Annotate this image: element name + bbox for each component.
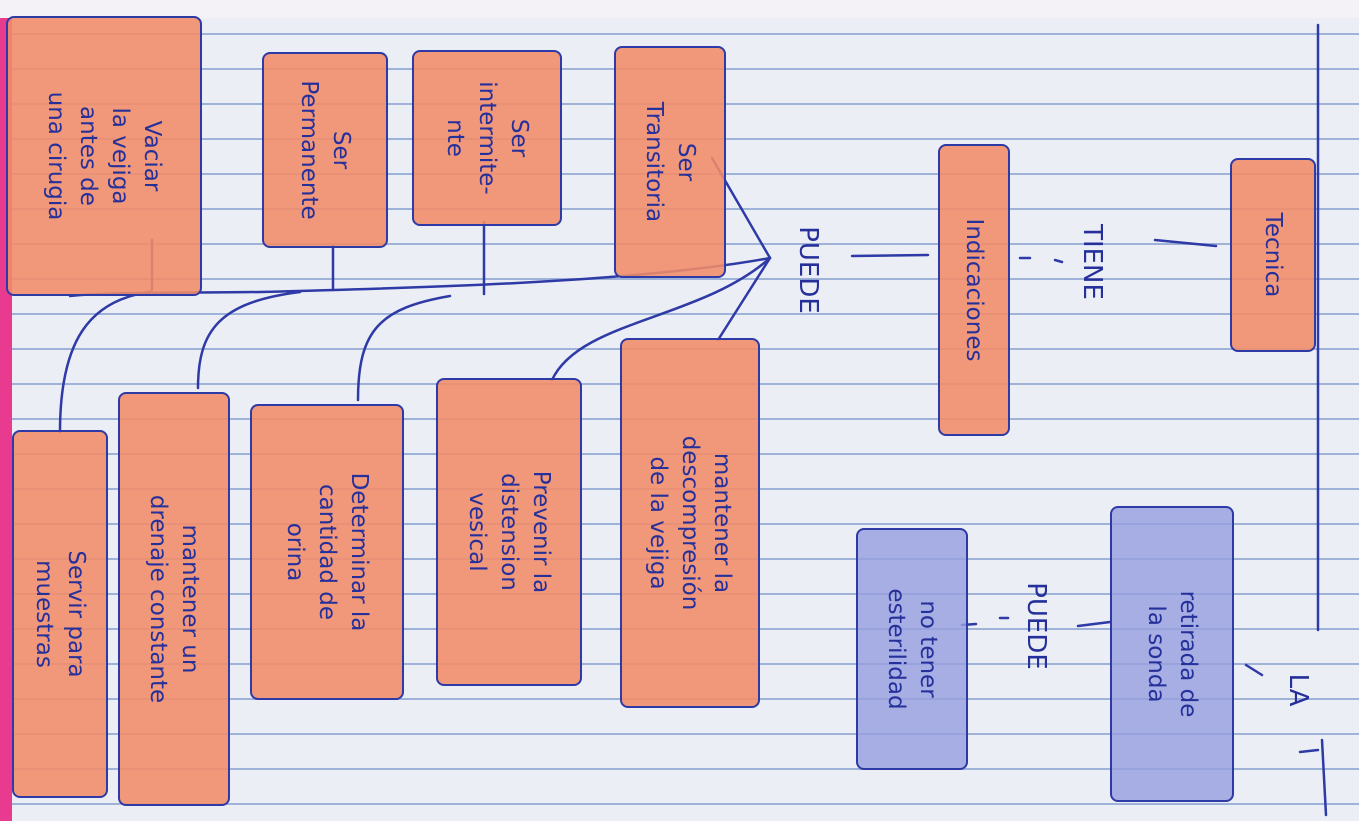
node-tecnica: Tecnica — [1230, 158, 1316, 352]
node-drenaje-label: mantener un drenaje constante — [145, 494, 203, 704]
node-permanente-label: Ser Permanente — [296, 80, 354, 220]
node-transitoria-label: Ser Transitoria — [641, 101, 699, 223]
tick-tiene-right — [1053, 258, 1064, 264]
node-indicaciones: Indicaciones — [938, 144, 1010, 436]
title-la: LA — [1283, 673, 1313, 707]
node-cantidad-orina-label: Determinar la cantidad de orina — [282, 472, 372, 632]
connector-puede-retirada: PUEDE — [1021, 582, 1051, 670]
tick-indicaciones — [850, 253, 930, 258]
node-drenaje: mantener un drenaje constante — [118, 392, 230, 806]
node-descompresion: mantener la descompresión de la vejiga — [620, 338, 760, 708]
tick-la-top — [1244, 663, 1264, 677]
node-tecnica-label: Tecnica — [1260, 212, 1286, 298]
branch-drenaje — [196, 290, 302, 390]
node-permanente: Ser Permanente — [262, 52, 388, 248]
connector-tiene: TIENE — [1077, 224, 1107, 300]
node-no-esterilidad: no tener esterilidad — [856, 528, 968, 770]
branch-muestras — [58, 290, 152, 434]
node-vaciar-vejiga-label: Vaciar la vejiga antes de una cirugia — [43, 91, 165, 221]
branch-cantidad — [356, 294, 452, 402]
node-vaciar-vejiga: Vaciar la vejiga antes de una cirugia — [6, 16, 202, 296]
node-distension: Prevenir la distension vesical — [436, 378, 582, 686]
tick-la-bottom — [1298, 748, 1320, 754]
connector-puede: PUEDE — [793, 226, 823, 314]
tick-tecnica — [1153, 238, 1218, 248]
node-intermitente: Ser intermite- nte — [412, 50, 562, 226]
node-muestras-label: Servir para muestras — [31, 550, 89, 678]
node-distension-label: Prevenir la distension vesical — [464, 470, 554, 594]
node-muestras: Servir para muestras — [12, 430, 108, 798]
node-retirada-sonda-label: retirada de la sonda — [1143, 590, 1201, 718]
tick-retirada — [1076, 620, 1112, 628]
branch-descompresion — [716, 256, 772, 342]
node-transitoria: Ser Transitoria — [614, 46, 726, 278]
branch-distension — [550, 256, 772, 382]
node-cantidad-orina: Determinar la cantidad de orina — [250, 404, 404, 700]
node-intermitente-label: Ser intermite- nte — [442, 81, 532, 195]
node-indicaciones-label: Indicaciones — [961, 218, 987, 362]
node-no-esterilidad-label: no tener esterilidad — [883, 588, 941, 710]
node-descompresion-label: mantener la descompresión de la vejiga — [645, 435, 735, 611]
node-retirada-sonda: retirada de la sonda — [1110, 506, 1234, 802]
spine-bottom — [1320, 738, 1328, 817]
page-top-edge — [0, 0, 1359, 18]
